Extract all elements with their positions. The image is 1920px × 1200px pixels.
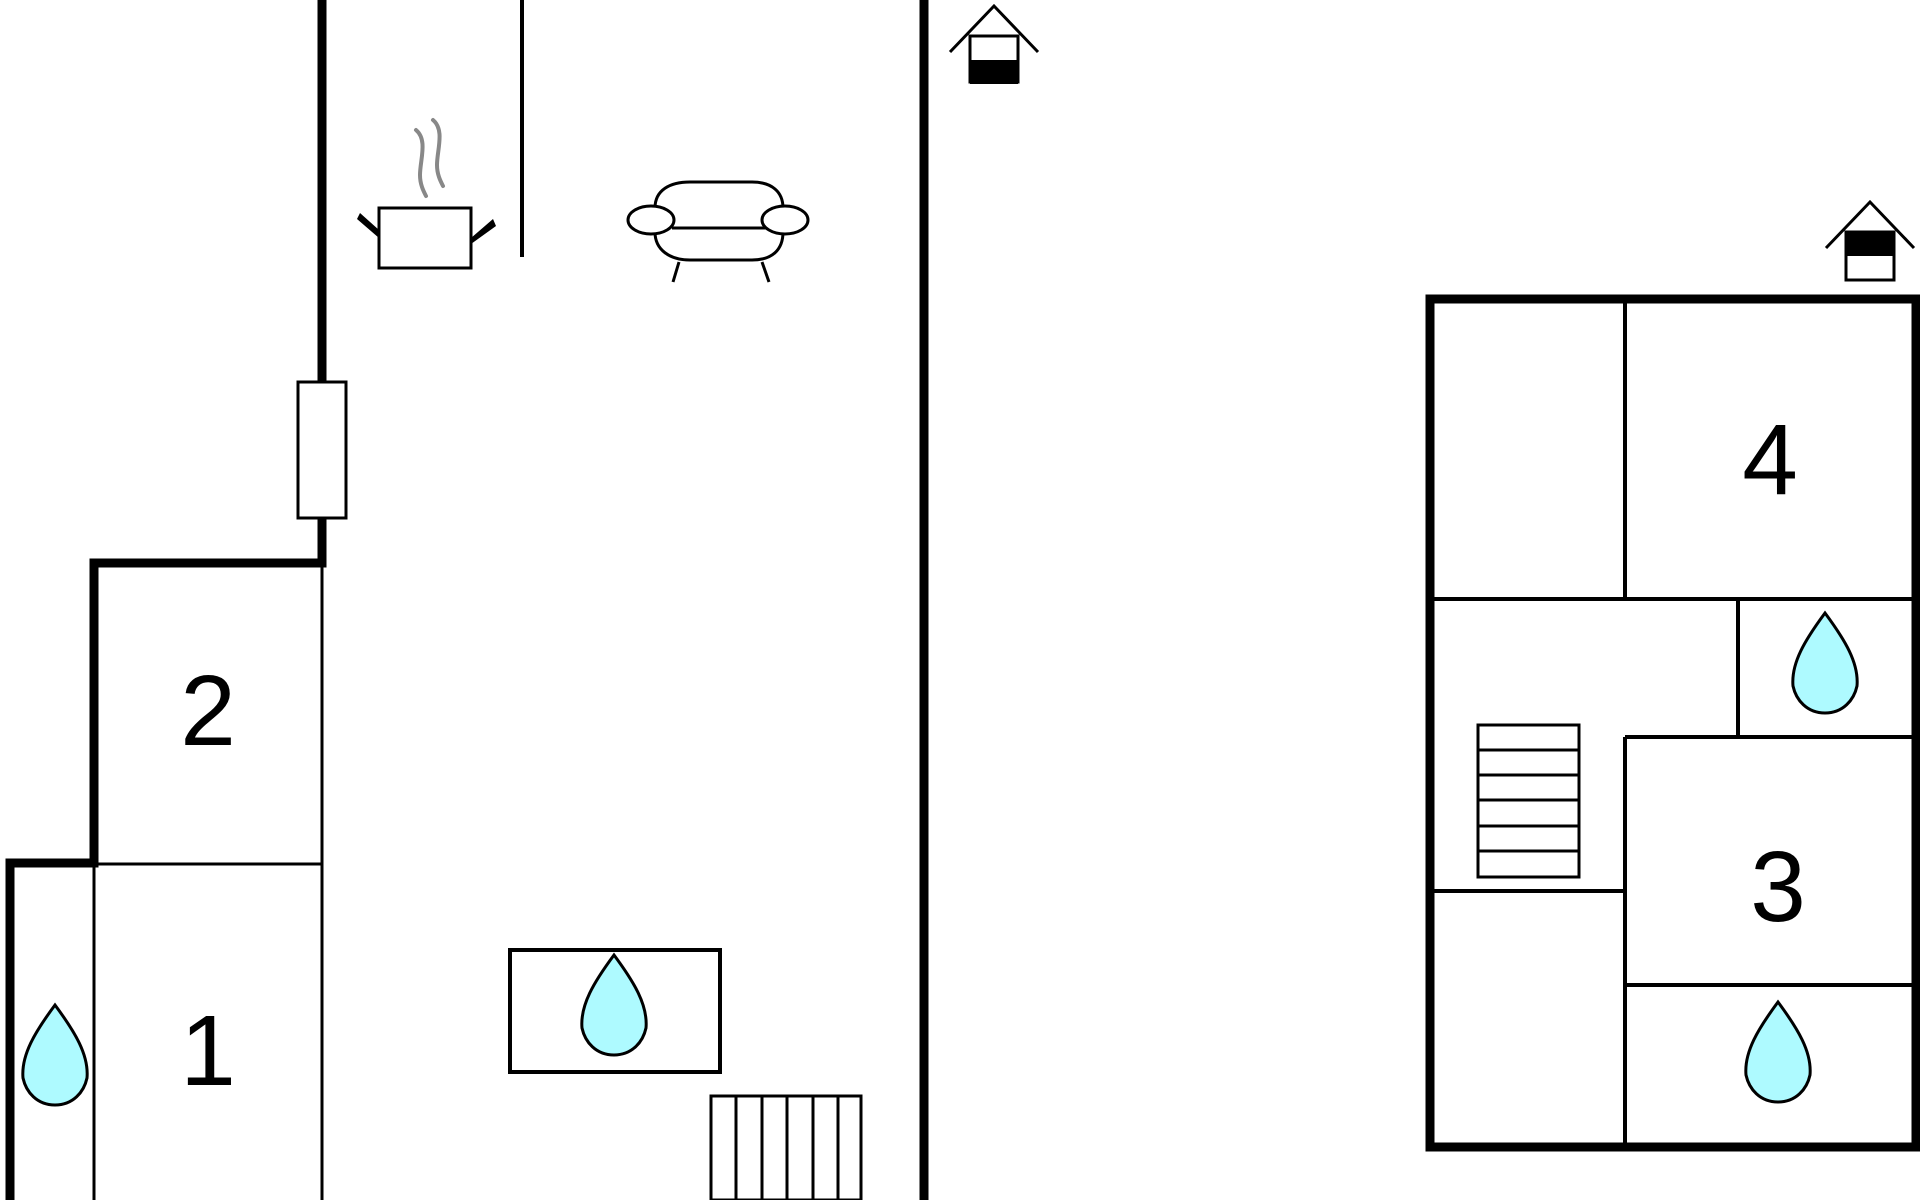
room-3-label: 3 xyxy=(1750,831,1806,943)
stairs-icon xyxy=(709,1094,863,1200)
upper-floor-outline xyxy=(1425,294,1920,1152)
kitchen-pot-icon xyxy=(357,118,496,270)
sofa-icon xyxy=(626,180,810,283)
walls xyxy=(5,0,929,1200)
water-drop-icon xyxy=(1791,611,1859,715)
room-2-label: 2 xyxy=(180,655,236,767)
ground-floor: 2 1 xyxy=(5,0,1040,1200)
house-icon-upper-floor xyxy=(1824,199,1916,282)
water-drop-icon xyxy=(21,1003,89,1107)
wall-window xyxy=(296,380,348,520)
upper-floor: 4 3 xyxy=(1425,199,1920,1152)
room-1-label: 1 xyxy=(180,995,236,1107)
interior-walls xyxy=(1430,299,1916,1147)
water-drop-icon xyxy=(1744,1000,1812,1104)
stairs-icon xyxy=(1476,723,1581,879)
room-4-label: 4 xyxy=(1742,404,1798,516)
house-icon-ground-floor xyxy=(948,3,1040,84)
